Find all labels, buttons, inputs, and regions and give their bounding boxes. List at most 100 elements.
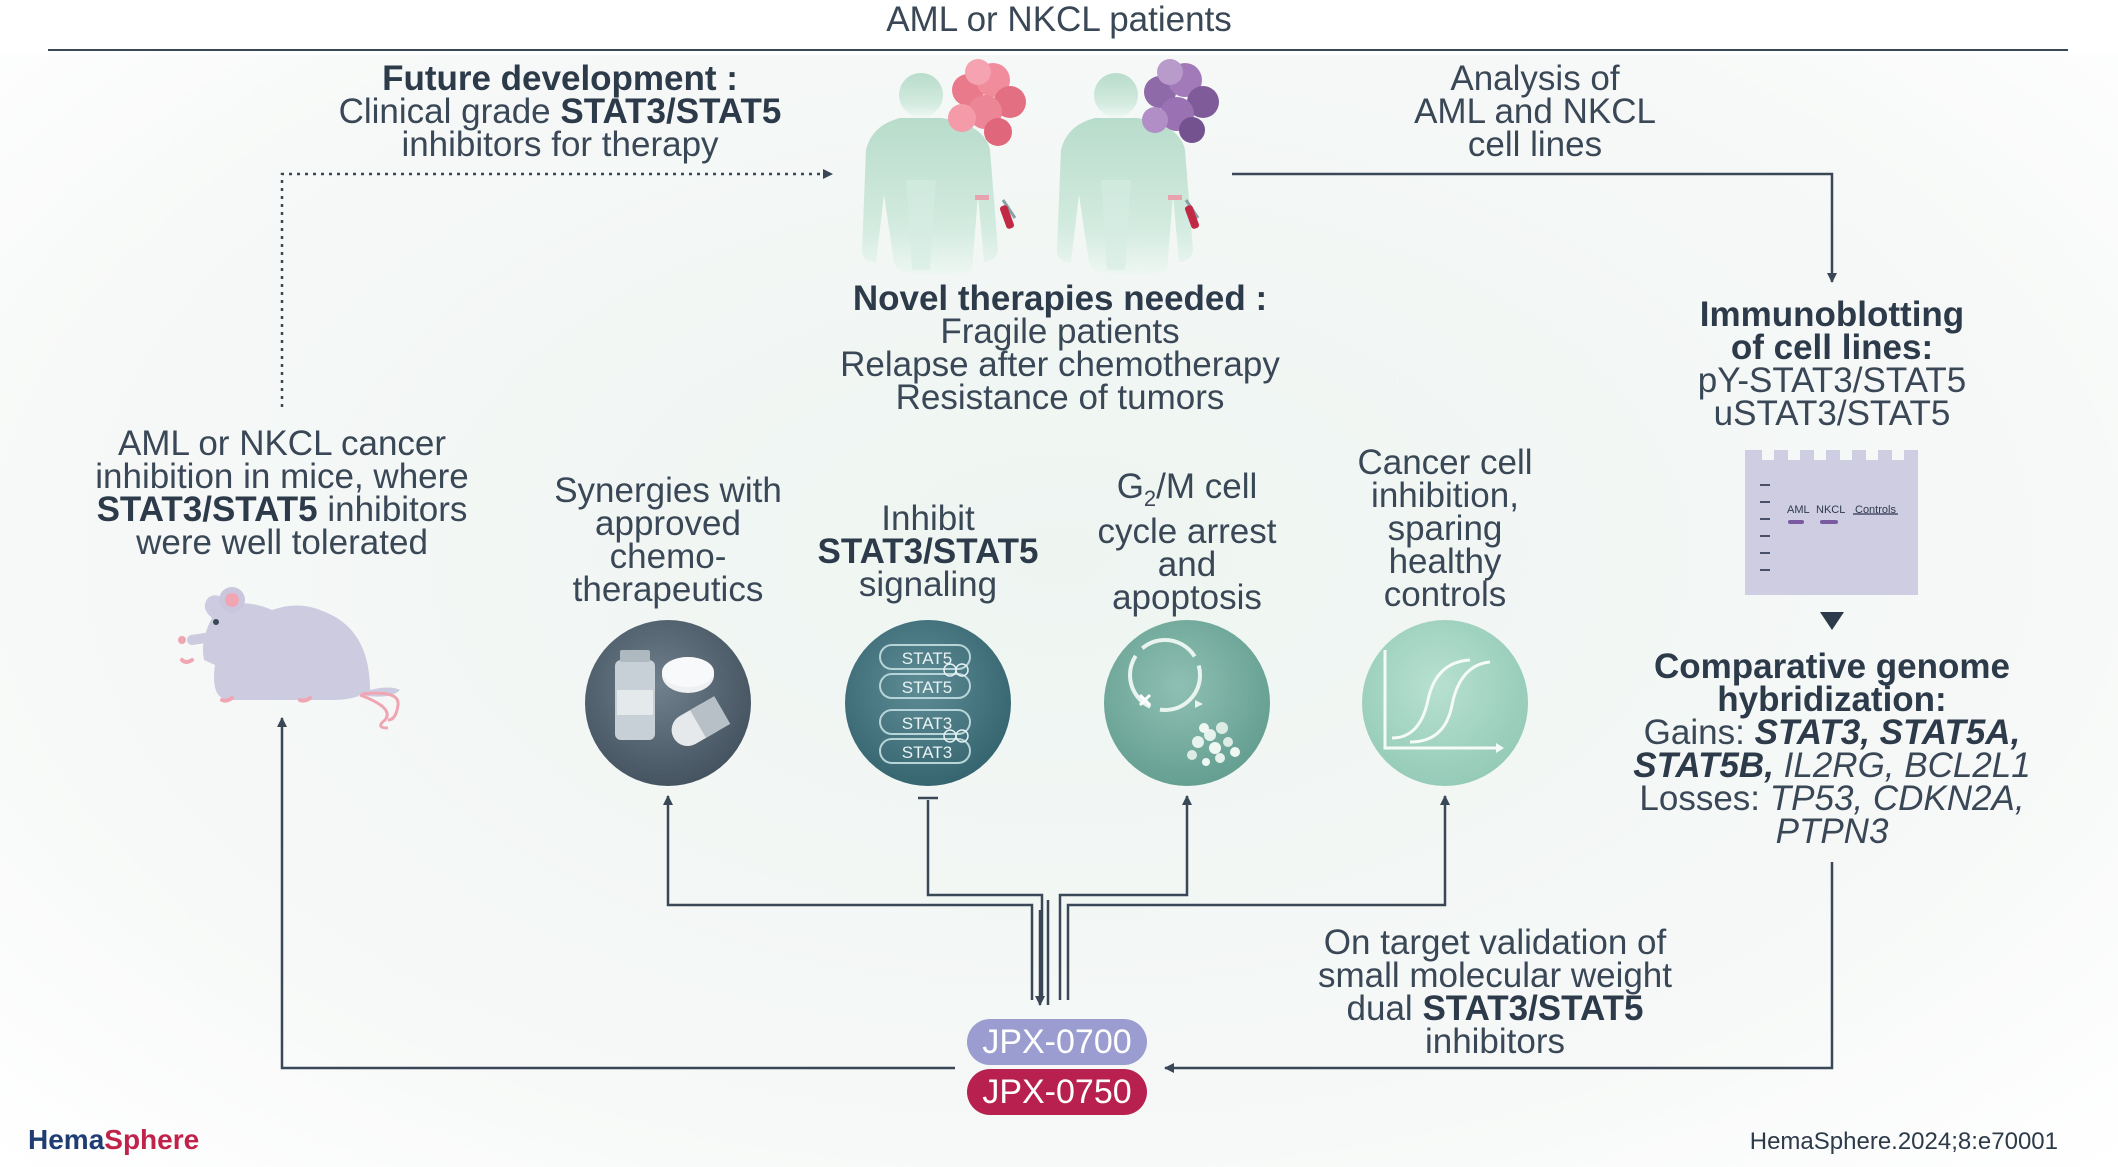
future-dev-dotted-arrow [280, 169, 833, 407]
blot-label-aml: AML [1787, 504, 1810, 516]
future-dev-line3: inhibitors for therapy [401, 125, 719, 164]
header-rule [48, 49, 2068, 51]
blood-tube-right-icon [1168, 195, 1200, 229]
stat3-label-1: STAT3 [902, 714, 952, 733]
synergy-text: Synergies with approved chemo- therapeut… [528, 471, 808, 609]
cgh-gains-bold-2: STAT5B, [1633, 746, 1774, 785]
blood-tube-left-icon [975, 195, 1017, 229]
cgh-losses-label: Losses: [1639, 779, 1770, 818]
validation-line-4: inhibitors [1424, 1022, 1566, 1061]
tumor-right [1142, 59, 1219, 143]
inhibit-line-2: STAT3/STAT5 [817, 532, 1039, 571]
novel-heading: Novel therapies needed : [852, 279, 1268, 318]
immuno-heading-2: of cell lines: [1730, 328, 1934, 367]
novel-item-3: Resistance of tumors [895, 378, 1225, 417]
western-blot-icon [1745, 450, 1918, 595]
future-dev-text: Future development : Clinical grade STAT… [332, 59, 788, 164]
analysis-text: Analysis of AML and NKCL cell lines [1390, 59, 1680, 164]
blot-label-controls: Controls [1855, 504, 1896, 516]
synergy-line-1: Synergies with [554, 471, 782, 510]
blot-down-triangle [1820, 612, 1844, 630]
cancer-arrow [1066, 795, 1450, 1000]
hemasphere-logo: HemaSphere [28, 1124, 199, 1156]
mice-line-4: were well tolerated [136, 523, 428, 562]
patient-right [1057, 73, 1193, 275]
synergy-line-2: approved [595, 504, 741, 543]
inhibit-tbar [926, 800, 1044, 1000]
g2m-post: /M cell [1156, 467, 1258, 506]
mice-text: AML or NKCL cancer inhibition in mice, w… [62, 424, 502, 562]
logo-part-b: Sphere [104, 1124, 200, 1155]
immuno-line-2: uSTAT3/STAT5 [1713, 394, 1951, 433]
cgh-gains-label: Gains: [1643, 713, 1755, 752]
cgh-gains-rest: IL2RG, BCL2L1 [1773, 746, 2031, 785]
cgh-gains-bold-1: STAT3, STAT5A, [1754, 713, 2021, 752]
logo-part-a: Hema [28, 1124, 105, 1155]
synergy-circle-icon [585, 620, 751, 786]
mice-line-1: AML or NKCL cancer [117, 424, 447, 463]
mice-line-3-rest: inhibitors [317, 490, 468, 529]
cancer-line-4: healthy [1388, 542, 1502, 581]
mice-line-2: inhibition in mice, where [95, 457, 469, 496]
immuno-heading-1: Immunoblotting [1699, 295, 1965, 334]
g2m-text: G2/M cell cycle arrest and apoptosis [1077, 467, 1297, 617]
validation-text: On target validation of small molecular … [1290, 923, 1700, 1061]
g2m-line-4: apoptosis [1112, 578, 1262, 617]
novel-item-1: Fragile patients [940, 312, 1180, 351]
stat3-label-2: STAT3 [902, 743, 952, 762]
analysis-line-1: Analysis of [1450, 59, 1620, 98]
inhibit-text: Inhibit STAT3/STAT5 signaling [798, 499, 1058, 604]
future-dev-line2-bold: STAT3/STAT5 [560, 92, 782, 131]
cancer-line-2: inhibition, [1371, 476, 1519, 515]
dose-response-circle-icon [1362, 620, 1528, 786]
blot-label-nkcl: NKCL [1816, 504, 1845, 516]
cancer-line-1: Cancer cell [1357, 443, 1533, 482]
cgh-heading-1: Comparative genome [1654, 647, 2010, 686]
immuno-line-1: pY-STAT3/STAT5 [1697, 361, 1967, 400]
immunoblot-text: Immunoblotting of cell lines: pY-STAT3/S… [1670, 295, 1994, 433]
compound-jpx-0750: JPX-0750 [967, 1069, 1147, 1115]
stat5-label-1: STAT5 [902, 649, 952, 668]
stat5-label-2: STAT5 [902, 678, 952, 697]
validation-arrow [1164, 862, 1834, 1073]
synergy-line-3: chemo- [609, 537, 727, 576]
g2m-line-3: and [1157, 545, 1217, 584]
cancer-line-5: controls [1383, 575, 1507, 614]
future-dev-line2: Clinical grade [338, 92, 561, 131]
cgh-losses-1: TP53, CDKN2A, [1769, 779, 2025, 818]
validation-line-3-bold: STAT3/STAT5 [1422, 989, 1644, 1028]
g2m-sub: 2 [1143, 486, 1157, 511]
compound-jpx-0700: JPX-0700 [967, 1019, 1147, 1065]
validation-line-2: small molecular weight [1317, 956, 1673, 995]
validation-line-1: On target validation of [1323, 923, 1667, 962]
analysis-line-2: AML and NKCL [1414, 92, 1656, 131]
cgh-text: Comparative genome hybridization: Gains:… [1632, 647, 2032, 851]
cancer-line-3: sparing [1387, 509, 1503, 548]
mouse-arrow [277, 717, 955, 1070]
synergy-arrow [663, 795, 1034, 1000]
novel-item-2: Relapse after chemotherapy [840, 345, 1280, 384]
cell-cycle-circle-icon [1104, 620, 1270, 786]
analysis-line-3: cell lines [1467, 125, 1603, 164]
connector-arrows [277, 169, 1837, 1073]
cgh-losses-2: PTPN3 [1775, 812, 1889, 851]
citation: HemaSphere.2024;8:e70001 [1749, 1128, 2058, 1155]
synergy-line-4: therapeutics [572, 570, 764, 609]
inhibit-line-1: Inhibit [881, 499, 975, 538]
novel-therapies-text: Novel therapies needed : Fragile patient… [800, 279, 1320, 417]
patient-left [862, 73, 998, 275]
cancer-text: Cancer cell inhibition, sparing healthy … [1330, 443, 1560, 614]
g2m-line-2: cycle arrest [1097, 512, 1277, 551]
g2m-g: G [1116, 467, 1144, 506]
validation-line-3-pre: dual [1346, 989, 1423, 1028]
g2m-arrow [1058, 795, 1192, 1000]
header-title: AML or NKCL patients [886, 0, 1232, 39]
stat-signaling-circle-icon [845, 620, 1011, 786]
analysis-arrow [1232, 172, 1837, 283]
future-dev-heading: Future development : [382, 59, 738, 98]
mouse-icon [178, 587, 400, 730]
cgh-heading-2: hybridization: [1717, 680, 1947, 719]
mice-line-3-bold: STAT3/STAT5 [96, 490, 318, 529]
inhibit-line-3: signaling [858, 565, 998, 604]
